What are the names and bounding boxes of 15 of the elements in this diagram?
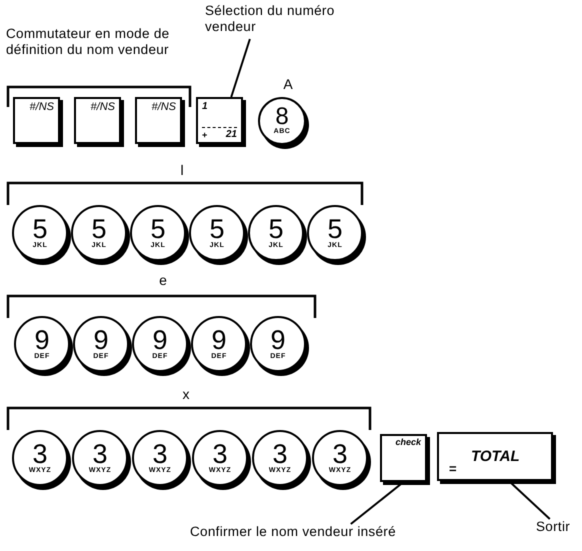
annotation-text: l	[179, 161, 185, 180]
square-key: #/NS	[135, 97, 182, 144]
annotation-text: x	[182, 385, 190, 404]
annotation-text: Sortir	[536, 519, 582, 539]
wide-key: TOTAL =	[437, 432, 553, 481]
square-key: check	[380, 434, 427, 482]
leader-line	[230, 38, 251, 98]
square-key: #/NS	[13, 97, 60, 144]
annotation-text: e	[158, 271, 168, 290]
annotation-text: Sélection du numéro vendeur	[205, 3, 341, 39]
square-key: #/NS	[74, 97, 121, 144]
square-key: 1 + 21	[196, 97, 243, 144]
annotation-text: A	[282, 75, 294, 94]
annotation-text: Confirmer le nom vendeur inséré	[190, 524, 458, 546]
annotation-text: Commutateur en mode de définition du nom vendeur	[6, 26, 170, 58]
